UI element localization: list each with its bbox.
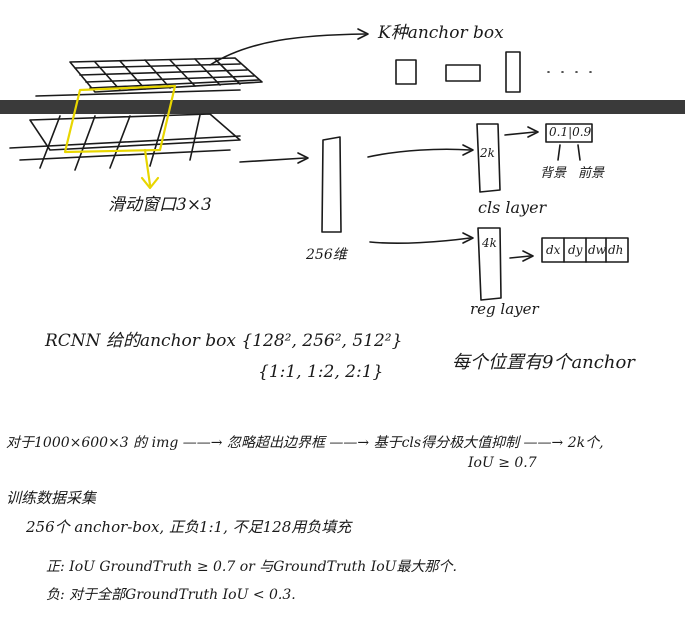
rcnn-anchor-ratios: {1:1, 1:2, 2:1} [258,362,384,382]
cls-layer-label: cls layer [478,198,547,217]
background-label: 背景 [540,166,567,181]
cls-layer-box [476,123,501,193]
negative-sample-rule: 负: 对于全部GroundTruth IoU < 0.3. [46,587,296,603]
dims-256-label: 256维 [306,247,347,263]
pipeline-description: 对于1000×600×3 的 img ——→ 忽略超出边界框 ——→ 基于cls… [6,435,604,451]
reg-layer-box [477,227,502,301]
reg-out-dx: dx [546,243,561,257]
reg-layer-label: reg layer [470,300,539,318]
anchor-types-label: K种anchor box [378,23,504,43]
anchors-per-position: 每个位置有9个anchor [452,352,635,373]
anchor-box-1 [395,59,417,85]
feature-map-grid-top [35,57,263,97]
cls-output-box [545,123,593,143]
training-anchor-sampling: 256个 anchor-box, 正负1:1, 不足128用负填充 [26,518,352,536]
arrow-to-anchors [209,33,366,66]
reg-out-dw: dw [588,243,606,257]
iou-threshold-note: IoU ≥ 0.7 [468,455,537,471]
vector-256 [321,136,342,233]
cls-output-values: 0.1|0.9 [549,125,592,139]
foreground-label: 前景 [578,166,605,181]
reg-output-box [541,237,629,263]
reg-out-dy: dy [568,243,583,257]
anchor-box-2 [445,64,481,82]
training-data-title: 训练数据采集 [6,489,97,507]
positive-sample-rule: 正: IoU GroundTruth ≥ 0.7 or 与GroundTruth… [46,559,457,575]
sliding-window-highlight [63,84,177,154]
sliding-window-label: 滑动窗口3×3 [108,195,212,215]
rcnn-anchor-scales: RCNN 给的anchor box {128², 256², 512²} [45,331,403,351]
cls-dim-label: 2k [480,146,495,160]
feature-map-grid-bottom [9,113,241,171]
reg-dim-label: 4k [482,236,497,250]
reg-out-dh: dh [608,243,624,257]
anchor-box-3 [505,51,521,93]
